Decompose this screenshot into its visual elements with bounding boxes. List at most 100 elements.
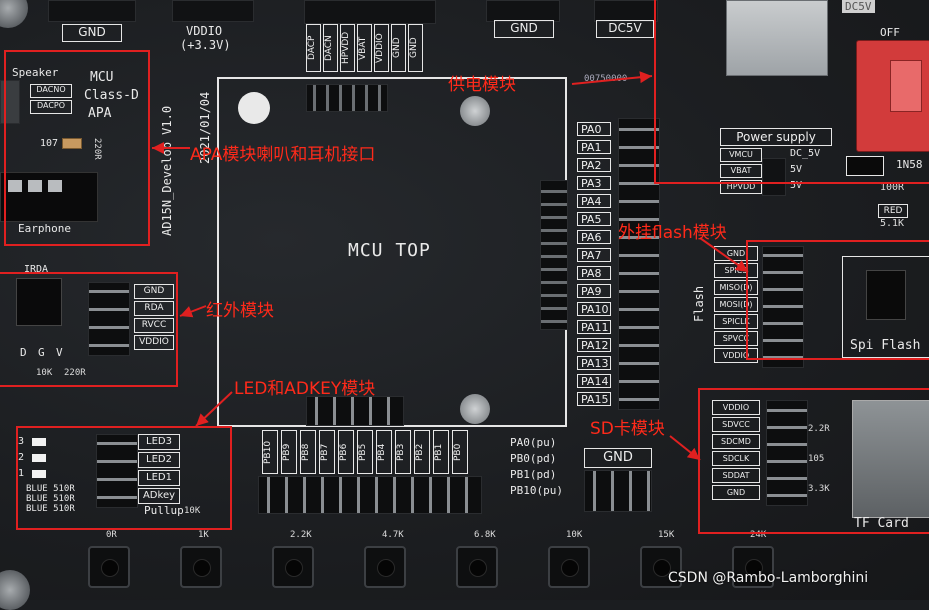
corner-screw	[0, 570, 30, 610]
mcu-top-header	[306, 84, 388, 112]
pa-pin-label: PA8	[577, 266, 611, 280]
adkey-button-res: 2.2K	[290, 530, 312, 540]
led-label: LED3	[138, 434, 180, 450]
led-number: 2	[18, 452, 25, 463]
adkey-button-res: 10K	[566, 530, 583, 540]
top-power-pin-label: HPVDD	[340, 24, 355, 72]
flash-annotation: 外挂flash模块	[618, 223, 727, 243]
sd-pin-label: VDDIO	[712, 400, 760, 415]
sd-resistor-value: 3.3K	[808, 484, 830, 494]
led-adkey-top-header	[306, 396, 404, 426]
apa-dacp-label: DACPO	[30, 100, 72, 114]
irda-leg-d: D	[20, 346, 27, 359]
apa-capacitor	[62, 138, 82, 149]
irda-leg-g: G	[38, 346, 45, 359]
pa-pin-label: PA9	[577, 284, 611, 298]
vddio-voltage-label: (+3.3V)	[180, 38, 231, 52]
top-gnd2-label: GND	[494, 20, 554, 38]
pull-note: PA0(pu)	[510, 436, 557, 449]
top-power-pin-label: VBAT	[357, 24, 372, 72]
adkey-button[interactable]	[364, 546, 406, 588]
pb-pin-label: PB5	[357, 430, 373, 474]
tf-card-slot	[852, 400, 929, 518]
top-left-screw	[0, 0, 28, 28]
pa-pin-label: PA13	[577, 356, 611, 370]
led-smd-1	[32, 438, 46, 446]
apa-annotation: APA模块喇叭和耳机接口	[190, 145, 376, 165]
pa-pin-label: PA2	[577, 158, 611, 172]
pull-note: PB10(pu)	[510, 484, 563, 497]
adkey-button[interactable]	[548, 546, 590, 588]
apa-mcu-label: MCU	[90, 70, 114, 85]
irda-res1: 10K	[36, 368, 53, 378]
flash-pin-label: VDDIO	[714, 348, 758, 363]
pb-pin-label: PB1	[433, 430, 449, 474]
pb-pin-label: PB4	[376, 430, 392, 474]
power-jumper	[762, 158, 786, 196]
adkey-button-res: 24K	[750, 530, 767, 540]
power-red-res: 5.1K	[880, 218, 905, 229]
led-resistor-label: BLUE 510R	[26, 484, 75, 494]
adkey-button[interactable]	[88, 546, 130, 588]
led-number: 1	[18, 468, 25, 479]
power-redbox	[654, 0, 929, 184]
adkey-button[interactable]	[456, 546, 498, 588]
power-diode-label: 1N58	[896, 158, 923, 171]
pb-pin-label: PB2	[414, 430, 430, 474]
led-smd-3	[32, 470, 46, 478]
sd-resistor-value: 2.2R	[808, 424, 830, 434]
csdn-watermark: CSDN @Rambo-Lamborghini	[668, 570, 869, 586]
ir-receiver	[16, 278, 62, 326]
led-label: LED2	[138, 452, 180, 468]
pa-pin-label: PA14	[577, 374, 611, 388]
top-header-vddio	[172, 0, 254, 22]
sd-resistor-value: 105	[808, 454, 825, 464]
adkey-button-res: 0R	[106, 530, 117, 540]
top-header-power	[304, 0, 436, 24]
apa-redbox	[4, 50, 150, 246]
led-label: ADkey	[138, 488, 180, 504]
apa-res-label: 220R	[92, 138, 102, 160]
adkey-button-res: 6.8K	[474, 530, 496, 540]
top-header-left	[48, 0, 136, 22]
irda-pin-label: RDA	[134, 301, 174, 316]
adkey-button[interactable]	[272, 546, 314, 588]
power-red-led: RED	[878, 204, 908, 218]
spi-flash-module	[842, 256, 929, 358]
sd-annotation: SD卡模块	[590, 419, 665, 439]
sd-pin-label: GND	[712, 485, 760, 500]
irda-pin-label: VDDIO	[134, 335, 174, 350]
mcu-right-header	[540, 180, 568, 330]
pa-pin-label: PA7	[577, 248, 611, 262]
sd-arrow	[669, 435, 701, 461]
irda-res2: 220R	[64, 368, 86, 378]
irda-pin-label: RVCC	[134, 318, 174, 333]
apa-classd-label: Class-D	[84, 88, 139, 103]
adkey-button[interactable]	[640, 546, 682, 588]
dc5v-jack-label: DC5V	[842, 0, 875, 13]
adkey-button[interactable]	[180, 546, 222, 588]
usb-connector	[726, 0, 828, 76]
led-resistor-label: BLUE 510R	[26, 494, 75, 504]
mcu-top-label: MCU TOP	[348, 240, 431, 261]
tf-card-label: TF Card	[854, 516, 909, 531]
led-pullup-res: 10K	[184, 506, 201, 516]
led-pin-header	[96, 434, 138, 508]
power-switch-knob	[890, 60, 922, 112]
sd-pin-header	[766, 400, 808, 506]
adkey-button[interactable]	[732, 546, 774, 588]
pa-pin-label: PA6	[577, 230, 611, 244]
power-supply-title: Power supply	[720, 128, 832, 146]
ir-redbox	[0, 272, 178, 387]
flash-pin-label: MISO(D)	[714, 280, 758, 295]
adkey-button-res: 1K	[198, 530, 209, 540]
earphone-jack-pins	[8, 180, 68, 192]
top-power-pin-label: GND	[391, 24, 406, 72]
flash-pin-label: SPVCC	[714, 331, 758, 346]
top-power-pin-label: GND	[408, 24, 423, 72]
top-dc5v-label: DC5V	[596, 20, 654, 38]
pull-note: PB1(pd)	[510, 468, 557, 481]
top-gnd-label: GND	[62, 24, 122, 42]
